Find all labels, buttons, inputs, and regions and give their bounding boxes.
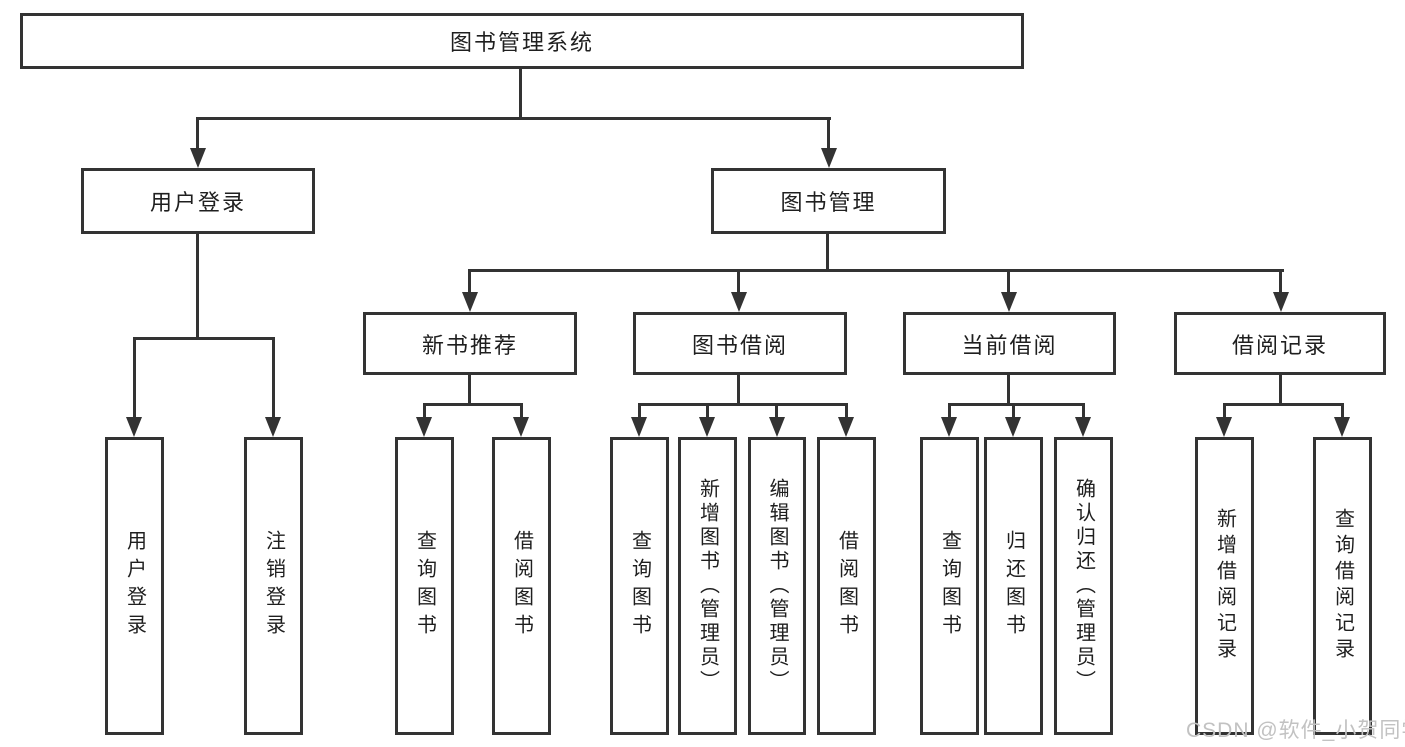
node-new-book-rec-label: 新书推荐 [421, 332, 518, 358]
leaf-bor-add-book: 新增图书（管理员） [678, 437, 737, 735]
connector-stub-current-borrow [1007, 269, 1010, 296]
arrow-down-icon [941, 417, 957, 437]
arrow-down-icon [731, 292, 747, 312]
arrow-down-icon [462, 292, 478, 312]
leaf-logout: 注销登录 [244, 437, 303, 735]
leaf-user-login-label: 用户登录 [123, 530, 146, 642]
connector-stub [706, 403, 709, 421]
connector-stub-book-mgmt [827, 117, 830, 151]
leaf-bor-query-book-label: 查询图书 [628, 530, 651, 642]
leaf-rec-borrow-book-label: 借阅图书 [510, 530, 533, 642]
connector-new-book-rec-bar [423, 403, 523, 406]
node-book-borrow: 图书借阅 [633, 312, 847, 375]
leaf-bor-edit-book: 编辑图书（管理员） [748, 437, 806, 735]
connector-book-borrow-stem [737, 373, 740, 406]
leaf-recd-add-record-label: 新增借阅记录 [1213, 508, 1236, 664]
connector-stub [1012, 403, 1015, 421]
node-current-borrow: 当前借阅 [903, 312, 1116, 375]
leaf-cur-query-book-label: 查询图书 [938, 530, 961, 642]
leaf-recd-add-record: 新增借阅记录 [1195, 437, 1254, 735]
connector-current-borrow-bar [948, 403, 1085, 406]
connector-book-mgmt-stem [826, 234, 829, 272]
connector-stub [638, 403, 641, 421]
connector-stub [775, 403, 778, 421]
node-borrow-records-label: 借阅记录 [1231, 332, 1328, 358]
leaf-cur-return-book-label: 归还图书 [1002, 530, 1025, 642]
connector-stub [845, 403, 848, 421]
arrow-down-icon [821, 148, 837, 168]
leaf-bor-edit-book-label: 编辑图书（管理员） [766, 478, 788, 694]
node-borrow-records: 借阅记录 [1174, 312, 1386, 375]
connector-stub-book-borrow [737, 269, 740, 296]
connector-stub-leaf-logout [272, 337, 275, 420]
node-book-mgmt: 图书管理 [711, 168, 946, 234]
node-user-login: 用户登录 [81, 168, 315, 234]
leaf-user-login: 用户登录 [105, 437, 164, 735]
connector-stub [423, 403, 426, 421]
arrow-down-icon [1005, 417, 1021, 437]
arrow-down-icon [838, 417, 854, 437]
arrow-down-icon [1273, 292, 1289, 312]
leaf-rec-query-book-label: 查询图书 [413, 530, 436, 642]
arrow-down-icon [631, 417, 647, 437]
leaf-bor-borrow-book-label: 借阅图书 [835, 530, 858, 642]
node-current-borrow-label: 当前借阅 [961, 332, 1058, 358]
connector-stub-borrow-records [1279, 269, 1282, 296]
leaf-bor-query-book: 查询图书 [610, 437, 669, 735]
arrow-down-icon [1001, 292, 1017, 312]
leaf-cur-return-book: 归还图书 [984, 437, 1043, 735]
leaf-recd-query-record: 查询借阅记录 [1313, 437, 1372, 735]
node-root-label: 图书管理系统 [449, 30, 594, 55]
node-root-system: 图书管理系统 [20, 13, 1024, 69]
leaf-rec-query-book: 查询图书 [395, 437, 454, 735]
leaf-recd-query-record-label: 查询借阅记录 [1331, 508, 1354, 664]
connector-stub [520, 403, 523, 421]
connector-root-bar [196, 117, 831, 120]
connector-user-login-stem [196, 234, 199, 340]
connector-stub-leaf-login [133, 337, 136, 420]
node-user-login-label: 用户登录 [149, 190, 246, 215]
leaf-bor-borrow-book: 借阅图书 [817, 437, 876, 735]
arrow-down-icon [1216, 417, 1232, 437]
connector-stub [1223, 403, 1226, 421]
arrow-down-icon [126, 417, 142, 437]
node-new-book-rec: 新书推荐 [363, 312, 577, 375]
connector-new-book-rec-stem [468, 373, 471, 406]
leaf-rec-borrow-book: 借阅图书 [492, 437, 551, 735]
connector-stub [1341, 403, 1344, 421]
connector-stub-new-book-rec [468, 269, 471, 296]
arrow-down-icon [699, 417, 715, 437]
connector-stub [1082, 403, 1085, 421]
arrow-down-icon [190, 148, 206, 168]
node-book-borrow-label: 图书借阅 [691, 332, 788, 358]
connector-user-login-bar [133, 337, 275, 340]
connector-book-mgmt-bar [468, 269, 1284, 272]
arrow-down-icon [1334, 417, 1350, 437]
node-book-mgmt-label: 图书管理 [780, 190, 877, 215]
connector-current-borrow-stem [1007, 373, 1010, 406]
connector-stub-user-login [196, 117, 199, 151]
leaf-cur-query-book: 查询图书 [920, 437, 979, 735]
arrow-down-icon [265, 417, 281, 437]
leaf-logout-label: 注销登录 [262, 530, 285, 642]
connector-stub [948, 403, 951, 421]
leaf-cur-confirm-return: 确认归还（管理员） [1054, 437, 1113, 735]
connector-book-borrow-bar [638, 403, 848, 406]
connector-borrow-records-bar [1223, 403, 1344, 406]
arrow-down-icon [1075, 417, 1091, 437]
leaf-bor-add-book-label: 新增图书（管理员） [696, 478, 719, 694]
leaf-cur-confirm-return-label: 确认归还（管理员） [1072, 478, 1095, 694]
csdn-watermark: CSDN @软件_小贺同学 [1186, 719, 1405, 742]
connector-root-stem [519, 67, 522, 119]
arrow-down-icon [513, 417, 529, 437]
connector-borrow-records-stem [1279, 373, 1282, 406]
arrow-down-icon [416, 417, 432, 437]
arrow-down-icon [769, 417, 785, 437]
